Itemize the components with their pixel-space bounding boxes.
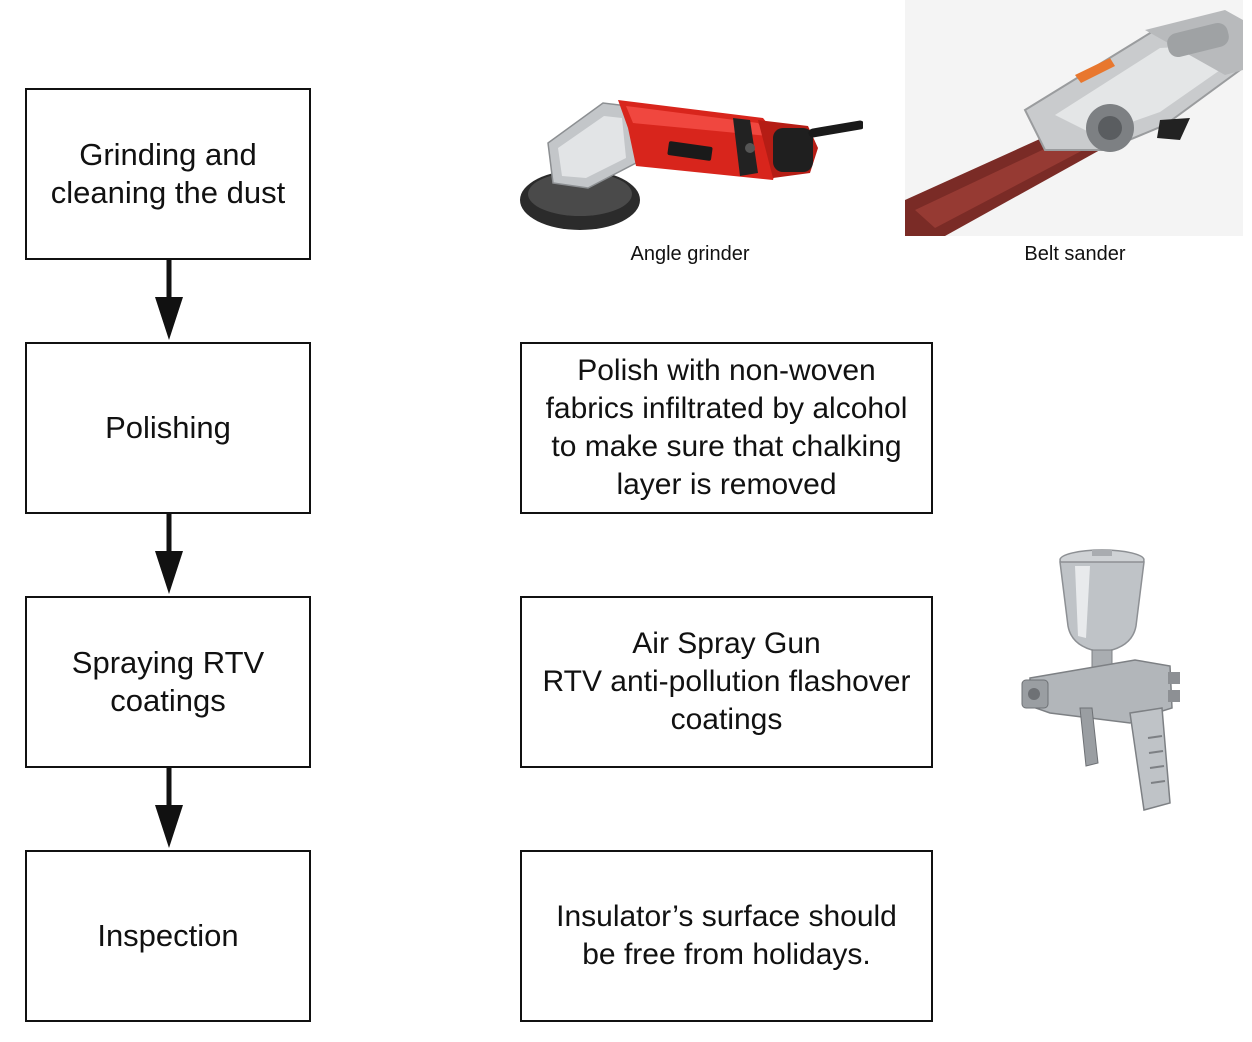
step-spraying-label: Spraying RTV coatings bbox=[71, 645, 265, 718]
note-spraying-box: Air Spray Gun RTV anti-pollution flashov… bbox=[520, 596, 933, 768]
angle-grinder-caption: Angle grinder bbox=[630, 243, 750, 265]
belt-sander-caption: Belt sander bbox=[1024, 243, 1126, 265]
step-inspection-label: Inspection bbox=[97, 918, 239, 953]
step-inspection-box: Inspection bbox=[25, 850, 311, 1022]
note-spraying-text: Air Spray Gun RTV anti-pollution flashov… bbox=[542, 627, 911, 736]
step-spraying-box: Spraying RTV coatings bbox=[25, 596, 311, 768]
arrow-step2-to-step3 bbox=[155, 512, 183, 594]
spray-gun-icon bbox=[1021, 549, 1180, 811]
arrow-step3-to-step4 bbox=[155, 766, 183, 848]
step-polishing-label: Polishing bbox=[105, 410, 231, 445]
note-polishing-text: Polish with non-woven fabrics infiltrate… bbox=[545, 354, 908, 501]
note-inspection-box: Insulator’s surface should be free from … bbox=[520, 850, 933, 1022]
step-grinding-box: Grinding and cleaning the dust bbox=[25, 88, 311, 260]
note-inspection-text: Insulator’s surface should be free from … bbox=[556, 900, 897, 971]
angle-grinder-icon bbox=[520, 100, 863, 230]
belt-sander-icon bbox=[905, 0, 1243, 236]
step-polishing-box: Polishing bbox=[25, 342, 311, 514]
arrow-step1-to-step2 bbox=[155, 258, 183, 340]
note-polishing-box: Polish with non-woven fabrics infiltrate… bbox=[520, 342, 933, 514]
step-grinding-label: Grinding and cleaning the dust bbox=[50, 137, 286, 210]
